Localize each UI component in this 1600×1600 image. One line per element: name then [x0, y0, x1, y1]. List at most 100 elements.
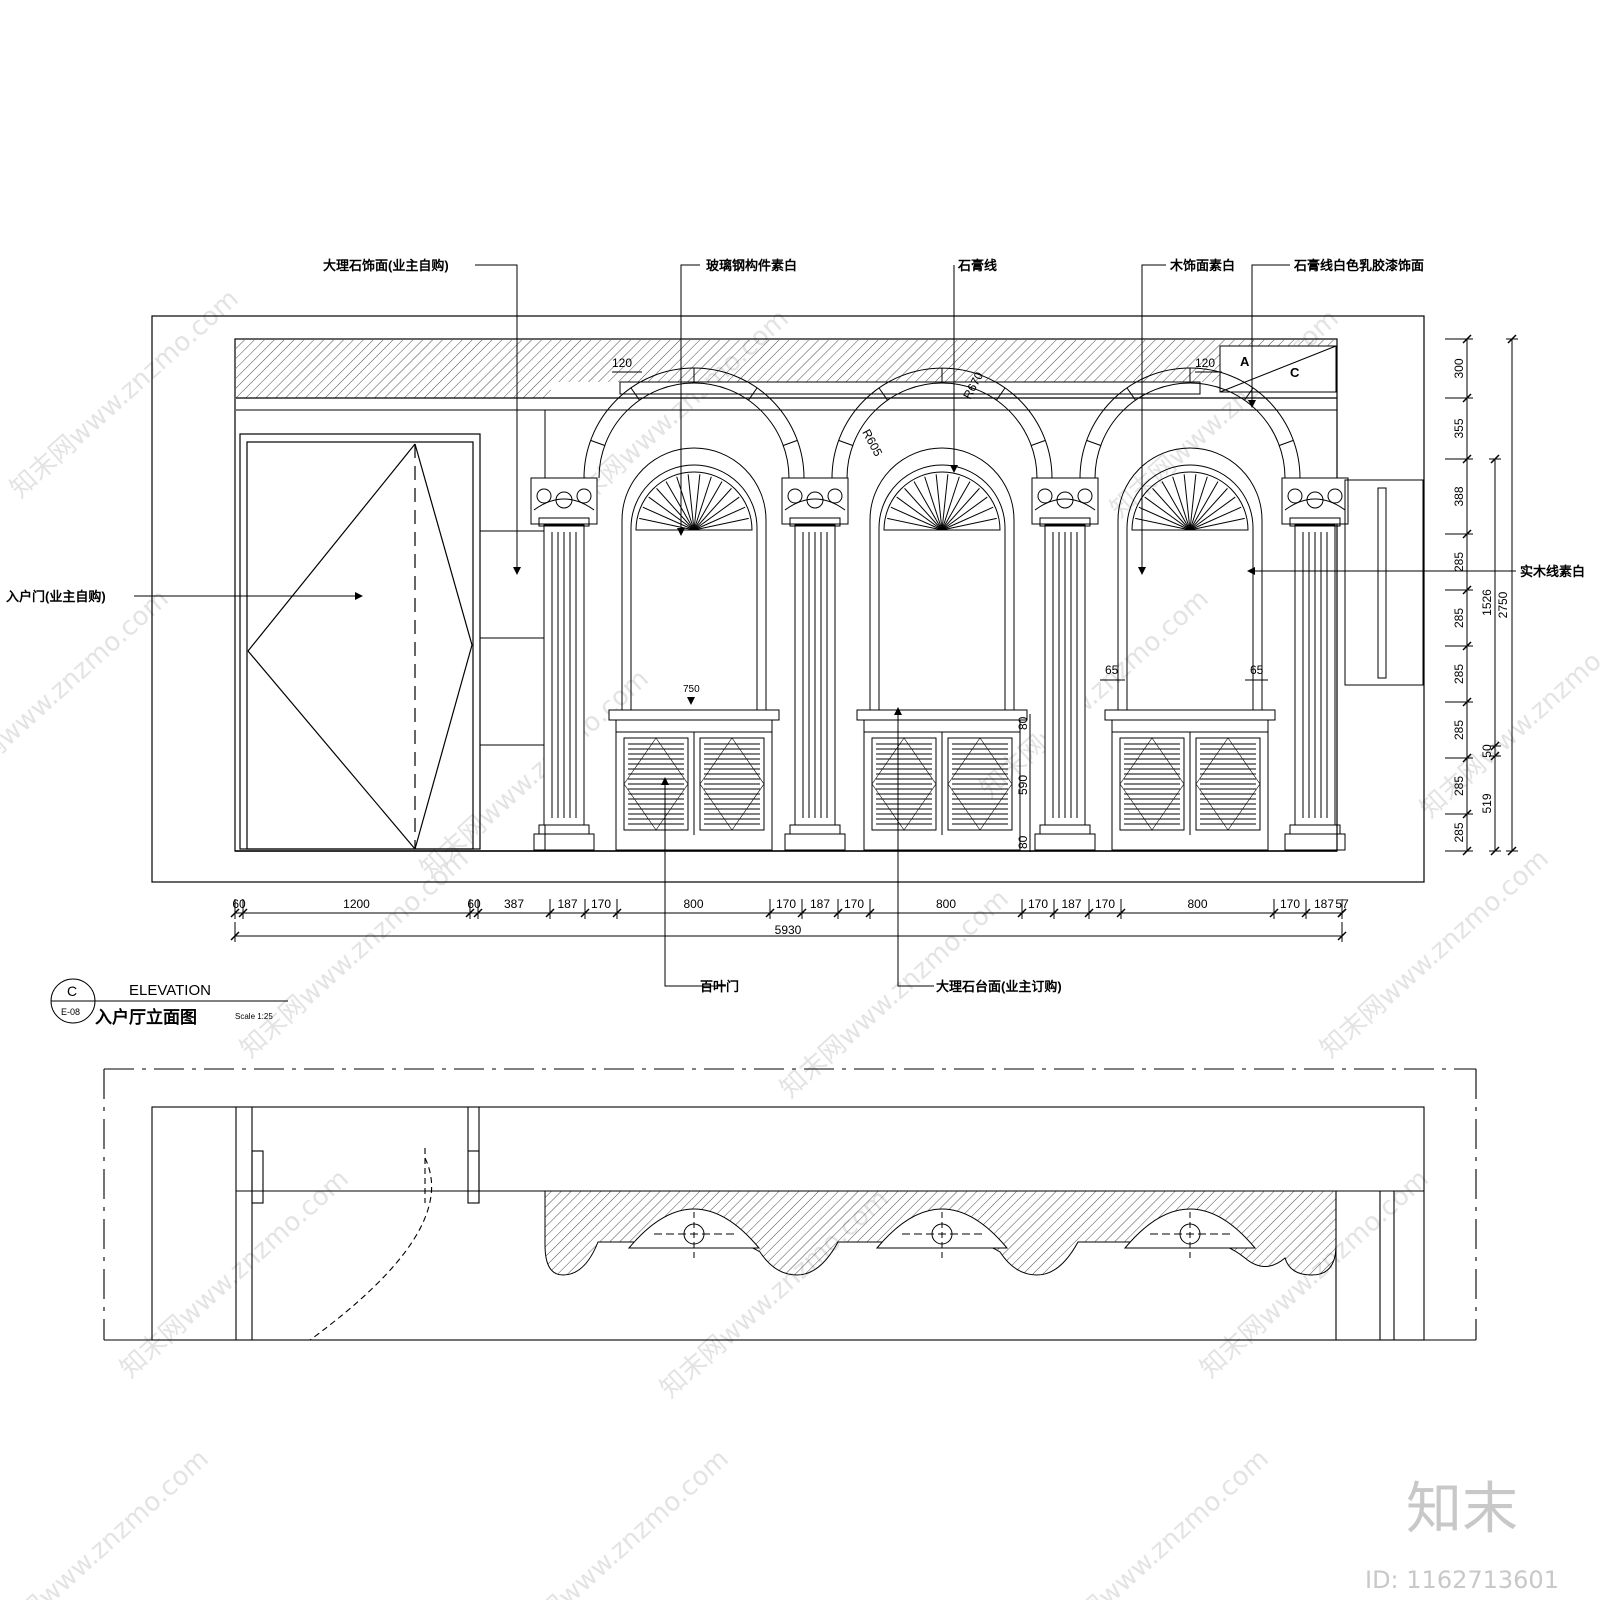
vdim-label: 285: [1452, 776, 1466, 796]
title-scale: Scale 1:25: [235, 1012, 273, 1021]
total-dim-tick: [230, 931, 240, 941]
hdim-label: 57: [1335, 897, 1349, 911]
watermark-text: 知末网www.znzmo.com: [775, 884, 1015, 1104]
callout-wood-finish: 木饰面素白: [1169, 258, 1235, 273]
fan-ornament-2: [883, 471, 1001, 531]
watermark-text: 知末网www.znzmo.com: [975, 584, 1215, 804]
watermark-text: 知末网www.znzmo.com: [115, 1164, 355, 1384]
vdim-label: 285: [1452, 720, 1466, 740]
callout-marble-wall: 大理石饰面(业主自购): [323, 258, 449, 273]
hdim-tick: [797, 908, 807, 918]
capital-2: [781, 477, 849, 525]
vdim2-tick: [1490, 846, 1500, 856]
hdim-tick: [1116, 908, 1126, 918]
vdim-label: 285: [1452, 552, 1466, 572]
hdim-label: 387: [504, 897, 524, 911]
capital-4: [1281, 477, 1349, 525]
louver-cabinet-2: [856, 709, 1028, 851]
dim-750: 750: [683, 684, 700, 695]
vdim-tick: [1462, 529, 1472, 539]
callout-leaders: [134, 264, 1516, 987]
overall-dim-tick: [1507, 334, 1517, 344]
vdim-label: 388: [1452, 486, 1466, 506]
watermark-text: 知末网www.znzmo.com: [1315, 844, 1555, 1064]
vdim2-tick: [1490, 454, 1500, 464]
hdim-tick: [465, 908, 475, 918]
vdim-tick: [1462, 585, 1472, 595]
fan-ornament-3: [1131, 471, 1249, 531]
arcade: [530, 367, 1349, 851]
callout-arrows: [355, 400, 1256, 785]
hdim-label: 170: [844, 897, 864, 911]
vdim2-tick: [1490, 741, 1500, 751]
hdim-tick: [765, 908, 775, 918]
sink-bowl-2: [875, 1208, 1009, 1249]
total-dim-tick: [1337, 931, 1347, 941]
section-marker-a: A: [1240, 354, 1250, 369]
hdim-tick: [865, 908, 875, 918]
vdim-label: 300: [1452, 358, 1466, 378]
brand-watermark: 知末: [1406, 1477, 1518, 1542]
watermark-text: 知末网www.znzmo.com: [0, 584, 175, 804]
overall-height-label: 2750: [1496, 591, 1510, 618]
entry-door: [239, 433, 481, 850]
hdim-label: 187: [1314, 897, 1334, 911]
watermark-text: 知末网www.znzmo.com: [1415, 604, 1600, 824]
hdim-tick: [545, 908, 555, 918]
title-name: 入户厅立面图: [95, 1007, 197, 1027]
arch-bay-2: [831, 367, 1053, 851]
hdim-label: 187: [1061, 897, 1081, 911]
dim-120-left: 120: [612, 356, 632, 370]
watermark-text: 知末网www.znzmo.com: [5, 284, 245, 504]
hdim-tick: [473, 908, 483, 918]
callout-entry-door: 入户门(业主自购): [6, 589, 106, 604]
vdim-label: 285: [1452, 822, 1466, 842]
vdim-tick: [1462, 454, 1472, 464]
hdim-label: 187: [810, 897, 830, 911]
dim-120-right: 120: [1195, 356, 1215, 370]
level-marker: [687, 697, 695, 705]
dim-65-right: 65: [1250, 663, 1264, 677]
hdim-tick: [238, 908, 248, 918]
watermark-text: 知末网www.znzmo.com: [1035, 1444, 1275, 1600]
vdim-tick: [1462, 697, 1472, 707]
total-width-label: 5930: [775, 923, 802, 937]
fan-ornament-1: [635, 471, 753, 531]
dim-r605: R605: [859, 427, 885, 459]
hdim-tick: [1084, 908, 1094, 918]
dim-80-top: 80: [1016, 716, 1030, 730]
dim-590: 590: [1016, 775, 1030, 795]
louver-cabinet-1: [608, 709, 780, 851]
callout-louver-door: 百叶门: [700, 979, 739, 994]
sink-bowl-3: [1123, 1208, 1257, 1249]
hdim-tick: [1301, 908, 1311, 918]
plan-view: [103, 1068, 1477, 1341]
hdim-label: 800: [936, 897, 956, 911]
overall-dim-tick: [1507, 846, 1517, 856]
watermark-text: 知末网www.znzmo.com: [495, 1444, 735, 1600]
sink-bowl-1: [627, 1208, 761, 1249]
hdim-tick: [612, 908, 622, 918]
vdim-label: 285: [1452, 664, 1466, 684]
ceiling-slab: [236, 340, 1337, 411]
hdim-tick: [580, 908, 590, 918]
hdim-label: 800: [1187, 897, 1207, 911]
dim-65-left: 65: [1105, 663, 1119, 677]
arch-bay-1: [583, 367, 805, 851]
hdim-tick: [833, 908, 843, 918]
hdim-label: 187: [557, 897, 577, 911]
callout-plaster-line: 石膏线: [957, 258, 997, 273]
hdim-label: 170: [1280, 897, 1300, 911]
dim-80-bottom: 80: [1016, 835, 1030, 849]
hdim-label: 800: [683, 897, 703, 911]
callout-marble-top: 大理石台面(业主订购): [936, 979, 1062, 994]
vdim-tick: [1462, 334, 1472, 344]
vdim2-label: 519: [1480, 793, 1494, 813]
inner-dimensions: [612, 371, 1268, 852]
vdim-tick: [1462, 393, 1472, 403]
louver-cabinet-3: [1104, 709, 1276, 851]
callout-solid-wood-line: 实木线素白: [1520, 564, 1585, 579]
plan-counter: [544, 1190, 1337, 1276]
column-3: [1031, 477, 1099, 851]
